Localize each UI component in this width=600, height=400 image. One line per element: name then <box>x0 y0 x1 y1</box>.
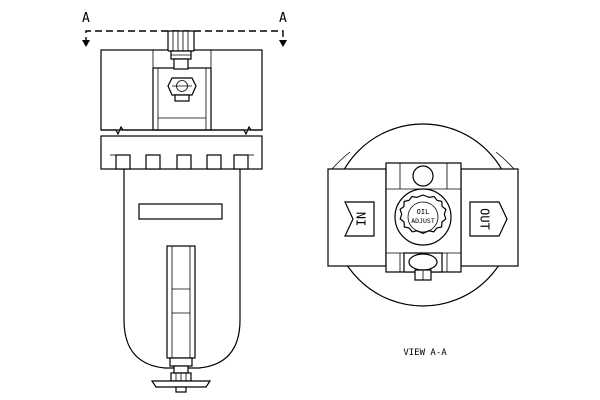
port-out-label: OUT <box>478 208 492 230</box>
adjust-label-line1: OIL <box>417 208 430 216</box>
port-in-label: IN <box>355 212 369 226</box>
adjust-knob-front <box>167 30 195 70</box>
bowl-guard-ring <box>100 135 263 170</box>
drain-valve <box>150 365 212 393</box>
bottom-plug <box>403 252 443 281</box>
front-view <box>100 30 263 393</box>
adjust-label-line2: ADJUST <box>411 217 435 225</box>
oil-adjust-knob <box>394 188 452 246</box>
section-view-a-a <box>327 123 519 307</box>
view-caption: VIEW A-A <box>403 348 447 358</box>
port-out-block <box>460 168 519 267</box>
top-boss-circle <box>412 165 434 187</box>
section-marker-right: A <box>279 11 287 26</box>
sight-tube <box>166 245 196 367</box>
fill-plug-hex <box>167 77 197 102</box>
section-marker-left: A <box>82 11 90 26</box>
port-in-block <box>327 168 387 267</box>
